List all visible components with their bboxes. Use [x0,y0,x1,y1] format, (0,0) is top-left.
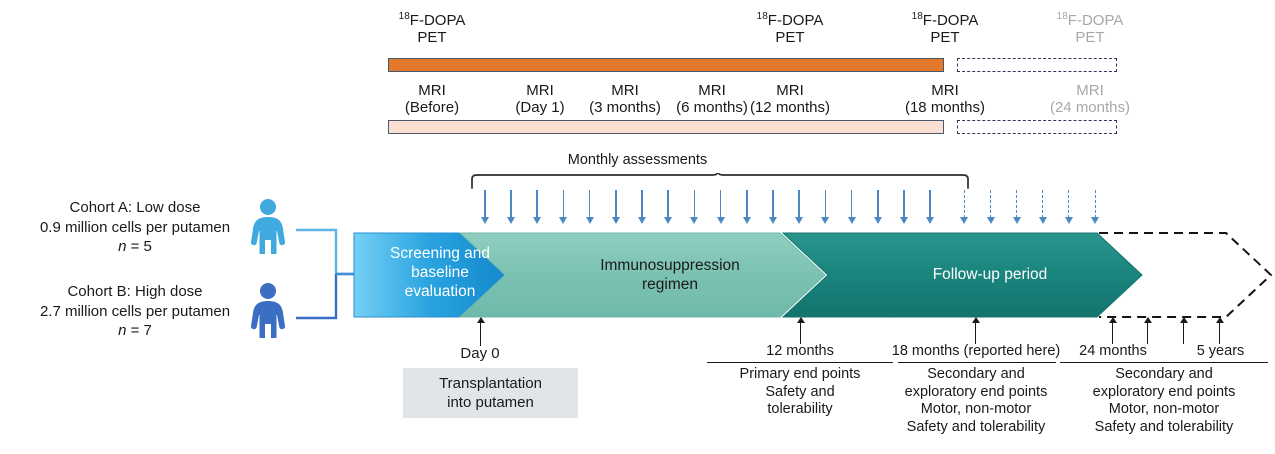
assessment-arrow-5 [588,190,591,218]
cohort-b-n: n = 7 [118,322,152,339]
endpoint-5yr-arrow [1219,322,1221,344]
phase-followup-label: Follow-up period [932,266,1048,283]
phase-immunosuppression-shape [458,232,826,318]
endpoint-24mo-body: Secondary and exploratory end points Mot… [1092,366,1236,435]
endpoint-extra-arrow-2 [1183,322,1185,344]
assessment-arrow-future-1 [960,190,969,224]
assessment-arrow-6 [615,190,617,218]
cohort-b-person-icon [250,283,286,338]
endpoint-extra-arrow-1 [1147,322,1149,344]
assessment-arrow-future-6 [1091,190,1100,224]
pet-timeline-bar [388,58,944,72]
endpoint-18mo-rule [898,362,1056,364]
cohort-a-text: Cohort A: Low dose 0.9 million cells per… [10,198,260,257]
day0-arrow [480,322,482,346]
cohort-a-line2: 0.9 million cells per putamen [39,218,231,236]
endpoint-24mo-arrow [1112,322,1114,344]
phase-screening-label: Screening and baseline evaluation [390,245,490,300]
cohort-b-line2: 2.7 million cells per putamen [39,302,231,320]
assessment-arrow-future-3 [1012,190,1021,224]
assessment-arrow-15 [850,190,853,218]
endpoint-12mo-heading: 12 months [766,343,834,359]
day0-label: Day 0 [460,345,500,362]
endpoint-24mo-heading: 24 months [1079,343,1147,359]
transplantation-box: Transplantation into putamen [403,368,578,418]
assessment-arrow-12 [772,190,774,218]
assessment-arrow-13 [798,190,800,218]
mri-6mo-label: MRI(6 months) [676,82,748,116]
assessment-arrow-14 [824,190,827,218]
cohort-a-n: n = 5 [118,238,152,255]
assessment-arrow-4 [562,190,565,218]
phase-followup-shape [781,232,1143,318]
assessment-arrow-7 [641,190,643,218]
mri-timeline-bar-future [957,120,1117,134]
assessment-arrow-future-2 [986,190,995,224]
phase-immunosuppression-label: Immunosuppression regimen [600,257,740,293]
assessment-arrow-1 [484,190,486,218]
assessment-arrow-2 [510,190,512,218]
monthly-assessments-label: Monthly assessments [567,152,708,168]
assessment-arrow-17 [903,190,905,218]
endpoint-5yr-heading: 5 years [1196,343,1245,359]
assessment-arrow-8 [667,190,669,218]
mri-day1-label: MRI(Day 1) [515,82,565,116]
study-phase-flow [353,232,1273,318]
assessment-arrow-11 [746,190,748,218]
transplantation-line2: into putamen [447,394,534,411]
endpoint-18mo-heading: 18 months (reported here) [891,343,1061,359]
cohort-a-person-icon [250,199,286,254]
assessment-arrow-3 [536,190,538,218]
endpoint-24mo-rule [1060,362,1268,364]
pet-timeline-bar-future [957,58,1117,72]
cohort-b-line1: Cohort B: High dose [67,283,203,300]
mri-18mo-label: MRI(18 months) [904,82,986,116]
assessment-arrow-future-5 [1065,190,1074,224]
cohort-connector-lines [296,228,358,320]
mri-24mo-label: MRI(24 months) [1049,82,1131,116]
mri-3mo-label: MRI(3 months) [589,82,661,116]
cohort-a-line1: Cohort A: Low dose [69,199,201,216]
endpoint-12mo-arrow [800,322,802,344]
monthly-assessments-bracket [471,173,969,189]
mri-timeline-bar [388,120,944,134]
assessment-arrow-future-4 [1038,190,1047,224]
assessment-arrow-9 [693,190,696,218]
assessment-arrow-10 [719,190,722,218]
endpoint-12mo-rule [707,362,893,364]
cohort-b-text: Cohort B: High dose 2.7 million cells pe… [10,282,260,341]
transplantation-line1: Transplantation [439,375,542,392]
assessment-arrow-16 [877,190,879,218]
endpoint-18mo-arrow [975,322,977,344]
mri-12mo-label: MRI(12 months) [749,82,831,116]
endpoint-18mo-body: Secondary and exploratory end points Mot… [904,366,1048,435]
endpoint-12mo-body: Primary end points Safety and tolerabili… [739,366,861,417]
assessment-arrow-18 [929,190,931,218]
mri-before-label: MRI(Before) [404,82,460,116]
